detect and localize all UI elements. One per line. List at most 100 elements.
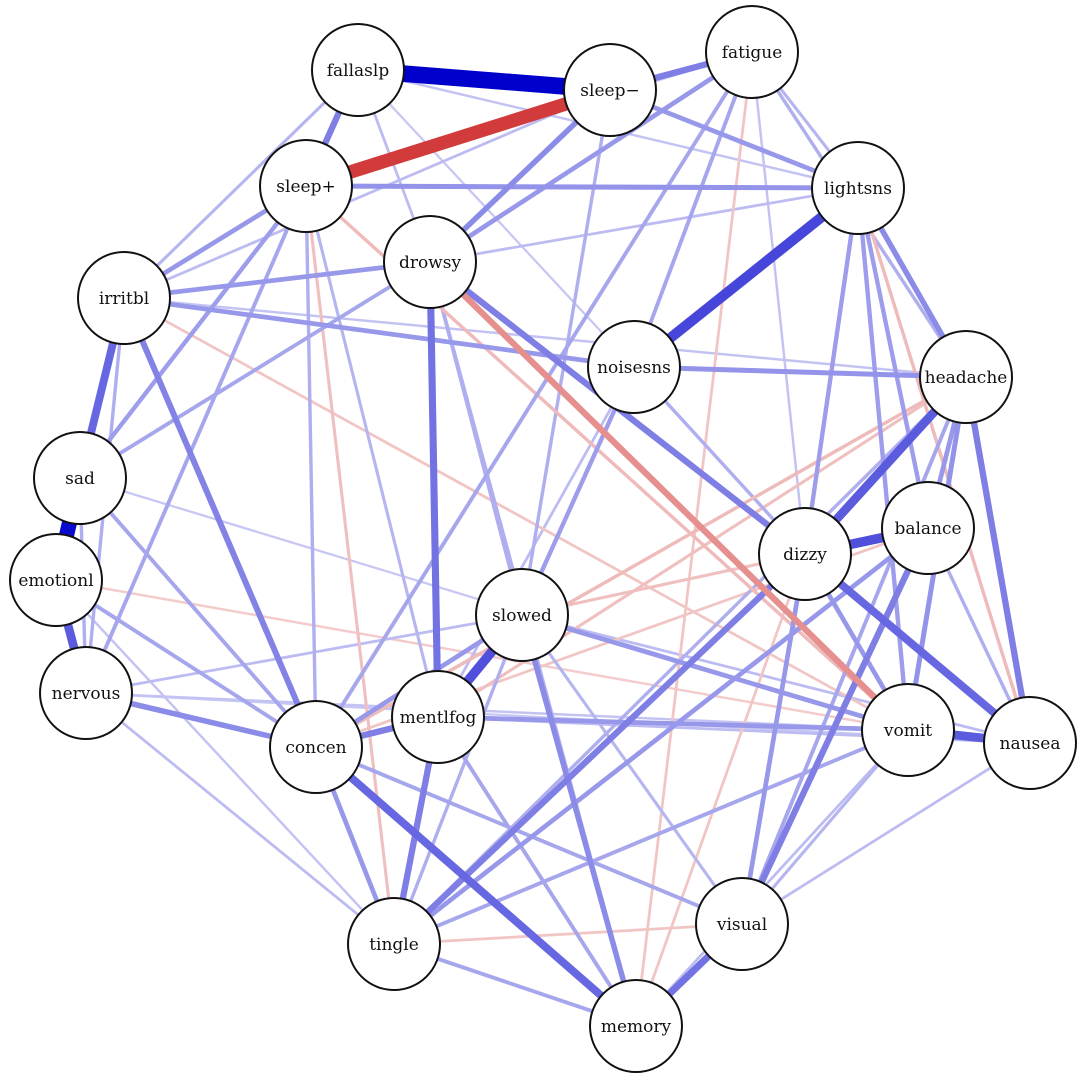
edge-headache-nausea — [962, 376, 1034, 744]
node-sad: sad — [33, 431, 127, 525]
edge-slowed-visual — [520, 614, 744, 925]
node-tingle: tingle — [347, 897, 441, 991]
edge-irritbl-concen — [121, 296, 319, 749]
edge-emotionl-tingle — [55, 579, 395, 945]
node-fallaslp: fallaslp — [311, 23, 405, 117]
edge-drowsy-vomit — [427, 259, 911, 733]
node-circle — [311, 23, 405, 117]
node-circle — [705, 5, 799, 99]
node-label: fallaslp — [327, 61, 390, 81]
node-circle — [33, 431, 127, 525]
edge-nausea-visual — [741, 741, 1031, 926]
node-label: headache — [925, 368, 1008, 388]
node-label: balance — [894, 519, 961, 539]
node-vomit: vomit — [861, 683, 955, 777]
edge-sleep-concen — [304, 185, 318, 748]
node-nervous: nervous — [39, 646, 133, 740]
edge-sleep-lightsns — [305, 183, 859, 191]
node-label: memory — [601, 1017, 672, 1037]
node-nausea: nausea — [983, 696, 1077, 790]
edge-sleep-irritbl — [123, 88, 611, 300]
edge-balance-tingle — [392, 526, 930, 946]
edge-headache-visual — [740, 376, 968, 925]
edge-nervous-vomit — [85, 691, 909, 732]
edge-dizzy-memory — [634, 553, 807, 1027]
edge-drowsy-mentlfog — [426, 261, 442, 718]
node-balance: balance — [881, 481, 975, 575]
node-label: slowed — [492, 606, 552, 626]
node-circle — [919, 330, 1013, 424]
node-circle — [77, 251, 171, 345]
edge-lightsns-balance — [855, 187, 931, 529]
edge-slowed-memory — [519, 614, 639, 1027]
node-label: dizzy — [783, 545, 827, 565]
edge-sad-drowsy — [78, 260, 432, 480]
edge-visual-tingle — [393, 922, 743, 946]
edge-sad-concen — [78, 476, 318, 749]
node-mentlfog: mentlfog — [391, 670, 485, 764]
node-label: sleep+ — [276, 177, 335, 197]
node-label: noisesns — [597, 358, 671, 378]
node-circle — [259, 139, 353, 233]
node-sleep-minus: sleep− — [563, 43, 657, 137]
edge-mentlfog-memory — [436, 715, 638, 1028]
node-circle — [9, 533, 103, 627]
node-circle — [391, 670, 485, 764]
edge-fatigue-dizzy — [750, 51, 807, 555]
node-drowsy: drowsy — [383, 215, 477, 309]
node-concen: concen — [269, 700, 363, 794]
node-circle — [563, 43, 657, 137]
edge-sleep-slowed — [520, 89, 612, 616]
edge-fatigue-concen — [314, 50, 754, 749]
node-circle — [475, 568, 569, 662]
edge-concen-visual — [315, 745, 743, 926]
edge-concen-memory — [313, 744, 639, 1029]
node-circle — [39, 646, 133, 740]
node-circle — [383, 215, 477, 309]
node-label: sad — [65, 469, 95, 489]
edge-nervous-slowed — [85, 613, 523, 695]
node-circle — [861, 683, 955, 777]
node-dizzy: dizzy — [758, 507, 852, 601]
edge-irritbl-headache — [123, 296, 967, 379]
node-label: emotionl — [18, 571, 93, 591]
node-emotionl: emotionl — [9, 533, 103, 627]
node-circle — [269, 700, 363, 794]
edge-sleep-tingle — [304, 185, 396, 945]
node-circle — [758, 507, 852, 601]
node-circle — [589, 979, 683, 1073]
edge-fatigue-memory — [634, 51, 754, 1027]
edge-nervous-tingle — [85, 691, 395, 946]
edge-nervous-sleep — [84, 185, 308, 694]
edge-mentlfog-vomit — [437, 714, 909, 733]
node-label: visual — [716, 915, 767, 935]
edge-noisesns-headache — [633, 364, 967, 380]
edge-tingle-vomit — [393, 728, 909, 946]
edge-balance-visual — [739, 526, 931, 926]
edge-sad-sleep — [78, 184, 308, 480]
edge-sleep-sleep — [303, 83, 613, 193]
edge-lightsns-vomit — [855, 187, 911, 731]
node-label: lightsns — [824, 179, 892, 199]
node-lightsns: lightsns — [811, 141, 905, 235]
edge-irritbl-noisesns — [123, 295, 635, 370]
node-label: mentlfog — [400, 708, 477, 728]
node-headache: headache — [919, 330, 1013, 424]
node-label: vomit — [883, 721, 932, 741]
node-label: nausea — [1000, 734, 1061, 754]
edge-emotionl-vomit — [55, 578, 909, 732]
node-sleep-plus: sleep+ — [259, 139, 353, 233]
node-label: drowsy — [399, 253, 462, 273]
node-memory: memory — [589, 979, 683, 1073]
node-label: fatigue — [722, 43, 783, 63]
node-circle — [587, 320, 681, 414]
node-circle — [881, 481, 975, 575]
node-label: nervous — [52, 684, 121, 704]
node-visual: visual — [695, 877, 789, 971]
edge-vomit-memory — [634, 729, 910, 1027]
node-fatigue: fatigue — [705, 5, 799, 99]
node-label: tingle — [369, 935, 419, 955]
node-circle — [811, 141, 905, 235]
edge-emotionl-concen — [54, 578, 318, 749]
